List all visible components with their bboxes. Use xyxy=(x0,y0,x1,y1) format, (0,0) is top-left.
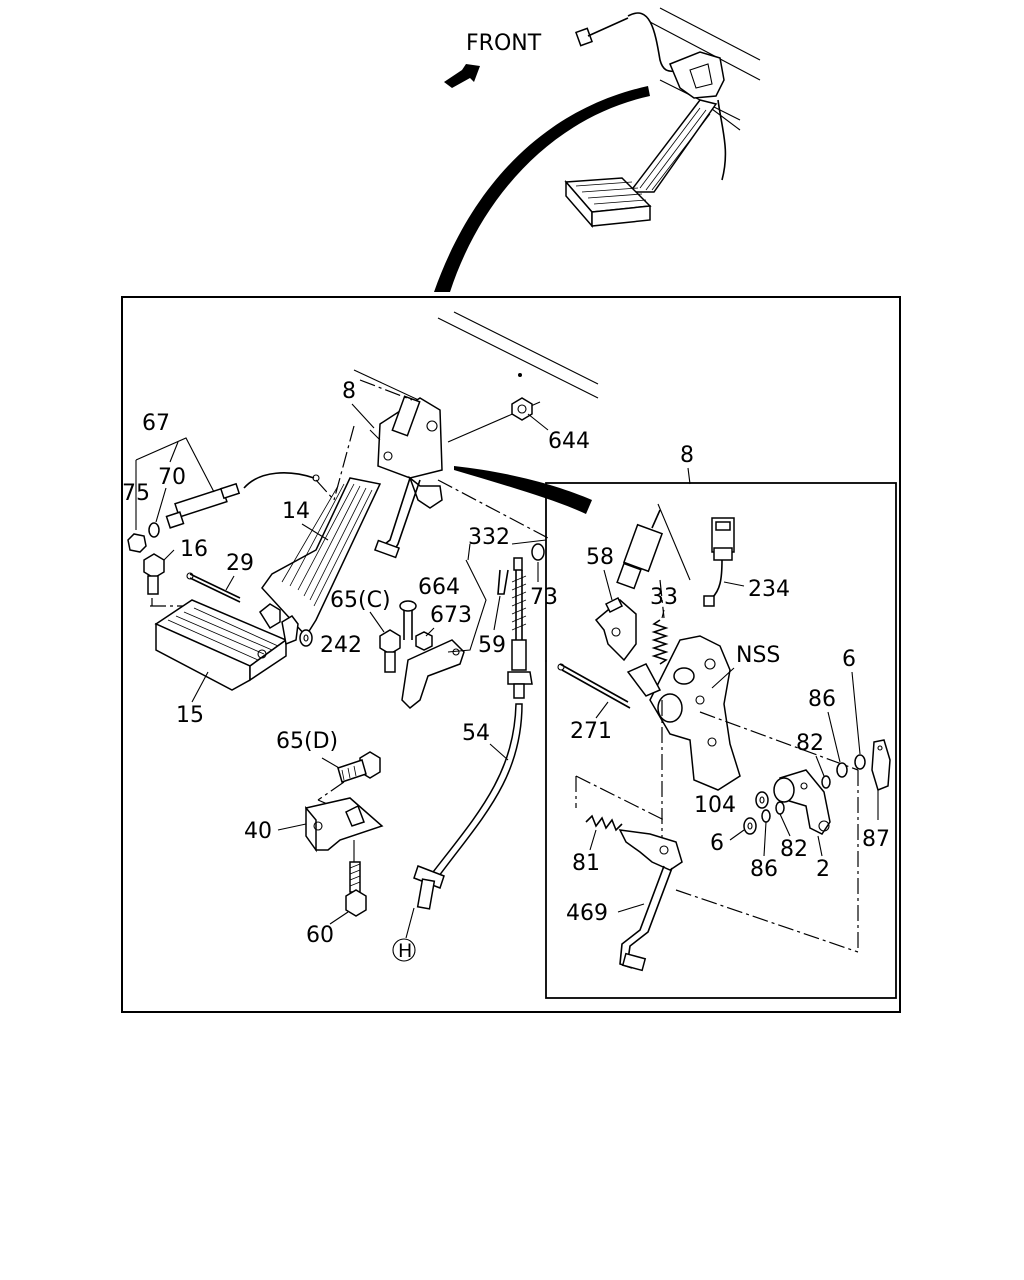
callout-234: 234 xyxy=(748,577,790,602)
callout-6-a: 6 xyxy=(842,647,856,672)
pedal-foot-15 xyxy=(154,599,299,691)
callout-2: 2 xyxy=(816,857,830,882)
bolt-60 xyxy=(345,861,367,917)
front-direction-arrow xyxy=(444,64,480,88)
connector-h-marker xyxy=(392,938,416,962)
washer-82-upper xyxy=(821,775,831,789)
callout-104: 104 xyxy=(694,793,736,818)
callout-29: 29 xyxy=(226,551,254,576)
callout-271: 271 xyxy=(570,719,612,744)
lever-2 xyxy=(773,769,831,835)
nut-75 xyxy=(127,533,147,553)
cable-bracket xyxy=(401,639,465,710)
cable-end xyxy=(165,472,320,529)
pedal-pad-14 xyxy=(261,477,382,638)
callout-81: 81 xyxy=(572,851,600,876)
mounting-plate-nss xyxy=(626,635,741,791)
callout-82-a: 82 xyxy=(796,731,824,756)
callout-82-b: 82 xyxy=(780,837,808,862)
callout-664: 664 xyxy=(418,575,460,600)
callout-nss: NSS xyxy=(736,643,780,668)
callout-15: 15 xyxy=(176,703,204,728)
callout-673: 673 xyxy=(430,603,472,628)
callout-332: 332 xyxy=(468,525,510,550)
washer-242 xyxy=(299,629,313,647)
lever-469 xyxy=(618,829,683,972)
callout-58: 58 xyxy=(586,545,614,570)
pedal-bracket xyxy=(369,395,443,509)
bracket-87 xyxy=(871,739,891,820)
bolt-65c xyxy=(379,629,401,673)
front-label: FRONT xyxy=(466,31,542,56)
callout-60: 60 xyxy=(306,923,334,948)
main-detail-frame xyxy=(121,296,901,1013)
callout-73: 73 xyxy=(530,585,558,610)
callout-87: 87 xyxy=(862,827,890,852)
connector-234 xyxy=(703,517,745,607)
callout-65d: 65(D) xyxy=(276,729,338,754)
nut-644 xyxy=(511,397,549,431)
callout-644: 644 xyxy=(548,429,590,454)
callout-6-b: 6 xyxy=(710,831,724,856)
washer-70 xyxy=(148,522,160,538)
callout-33: 33 xyxy=(650,585,678,610)
callout-86-b: 86 xyxy=(750,857,778,882)
callout-65c: 65(C) xyxy=(330,588,391,613)
nut-673 xyxy=(415,631,433,651)
washer-82-lower xyxy=(775,801,785,815)
detail-box-8 xyxy=(545,482,897,999)
callout-8-detail: 8 xyxy=(680,443,694,468)
callout-242: 242 xyxy=(320,633,362,658)
washer-73 xyxy=(531,543,545,561)
washer-86-lower xyxy=(761,809,771,823)
pin-29 xyxy=(186,572,241,603)
callout-14: 14 xyxy=(282,499,310,524)
washer-6-lower xyxy=(743,817,757,835)
clip-59 xyxy=(497,569,509,595)
cable-54 xyxy=(405,557,533,939)
pedal-arm xyxy=(373,477,421,559)
bolt-16 xyxy=(143,549,175,595)
sensor-58 xyxy=(594,509,664,662)
washer-6-upper xyxy=(854,754,866,770)
bracket-40 xyxy=(305,797,384,853)
callout-59: 59 xyxy=(478,633,506,658)
callout-16: 16 xyxy=(180,537,208,562)
washer-86-upper xyxy=(836,762,848,778)
washer-104 xyxy=(755,791,769,809)
callout-40: 40 xyxy=(244,819,272,844)
overview-pedal-assembly xyxy=(564,7,761,229)
callout-67: 67 xyxy=(142,411,170,436)
detail-callout-arrow xyxy=(454,466,592,514)
callout-h: H xyxy=(398,940,412,962)
bolt-664 xyxy=(399,600,417,640)
detail-pointer-arc xyxy=(434,86,650,292)
callout-54: 54 xyxy=(462,721,490,746)
spring-81 xyxy=(585,814,623,832)
pin-271 xyxy=(557,663,631,709)
callout-469: 469 xyxy=(566,901,608,926)
callout-70: 70 xyxy=(158,465,186,490)
callout-8-top: 8 xyxy=(342,379,356,404)
spring-33 xyxy=(651,619,669,665)
bolt-65d xyxy=(337,751,381,783)
callout-86-a: 86 xyxy=(808,687,836,712)
